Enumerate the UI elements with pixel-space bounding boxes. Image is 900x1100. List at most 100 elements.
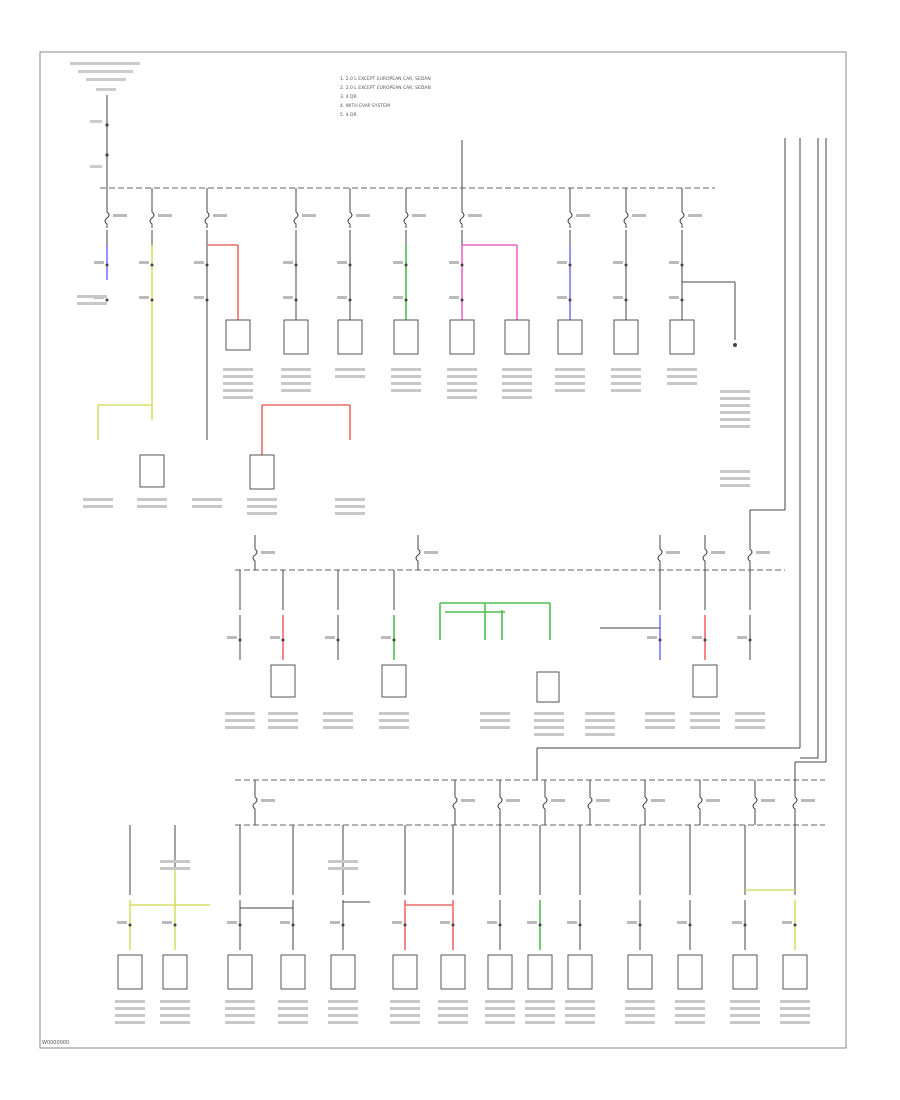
- component-label-mark: [160, 1014, 190, 1017]
- component-label-mark: [565, 1014, 595, 1017]
- component-label-mark: [225, 1014, 255, 1017]
- component-label-mark: [480, 726, 510, 729]
- component-label-mark: [225, 1000, 255, 1003]
- component-label-mark: [447, 375, 477, 378]
- connector-icon: [336, 638, 340, 642]
- component-label-mark: [335, 505, 365, 508]
- connector-icon: [568, 263, 572, 267]
- component-label-mark: [379, 712, 409, 715]
- fuse-label-mark: [261, 799, 275, 802]
- component-label-mark: [730, 1007, 760, 1010]
- component-label-mark: [735, 726, 765, 729]
- connector-label-mark: [393, 261, 403, 264]
- component-label-mark: [675, 1014, 705, 1017]
- connector-label-mark: [194, 261, 204, 264]
- component-box: [504, 319, 530, 355]
- fuse-icon: [459, 208, 465, 228]
- component-box: [627, 954, 653, 990]
- legend-note-3: 3. 4 DR: [340, 94, 357, 100]
- component-label-mark: [247, 505, 277, 508]
- connector-label-mark: [557, 296, 567, 299]
- legend-note-5: 5. 4 DR: [340, 112, 357, 118]
- component-box: [270, 664, 296, 698]
- component-label-mark: [390, 1014, 420, 1017]
- component-label-mark: [447, 368, 477, 371]
- component-label-mark: [391, 389, 421, 392]
- connector-icon: [680, 263, 684, 267]
- component-label-mark: [720, 418, 750, 421]
- component-box: [162, 954, 188, 990]
- component-box: [677, 954, 703, 990]
- connector-icon: [658, 638, 662, 642]
- connector-icon: [451, 923, 455, 927]
- component-label-mark: [720, 470, 750, 473]
- component-box: [732, 954, 758, 990]
- component-label-mark: [335, 375, 365, 378]
- component-box: [249, 454, 275, 490]
- fuse-icon: [752, 793, 758, 813]
- fuse-label-mark: [461, 799, 475, 802]
- component-label-mark: [720, 404, 750, 407]
- component-label-mark: [328, 1007, 358, 1010]
- component-label-mark: [160, 860, 190, 863]
- component-label-mark: [223, 389, 253, 392]
- component-box: [567, 954, 593, 990]
- component-box: [782, 954, 808, 990]
- component-box: [613, 319, 639, 355]
- component-label-mark: [391, 382, 421, 385]
- component-label-mark: [690, 726, 720, 729]
- component-label-mark: [247, 512, 277, 515]
- component-label-mark: [585, 726, 615, 729]
- connector-label-mark: [283, 261, 293, 264]
- fuse-label-mark: [506, 799, 520, 802]
- component-label-mark: [690, 719, 720, 722]
- component-label-mark: [502, 389, 532, 392]
- fuse-label-mark: [761, 799, 775, 802]
- component-label-mark: [160, 1007, 190, 1010]
- connector-icon: [578, 923, 582, 927]
- ground-icon: [733, 343, 737, 347]
- fuse-label-mark: [596, 799, 610, 802]
- fuse-icon: [252, 793, 258, 813]
- connector-label-mark: [487, 921, 497, 924]
- component-label-mark: [328, 1014, 358, 1017]
- component-label-mark: [720, 411, 750, 414]
- connector-label-mark: [94, 261, 104, 264]
- component-label-mark: [667, 368, 697, 371]
- fuse-label-mark: [706, 799, 720, 802]
- component-label-mark: [223, 375, 253, 378]
- component-label-mark: [565, 1007, 595, 1010]
- component-label-mark: [485, 1021, 515, 1024]
- fuse-icon: [697, 793, 703, 813]
- component-label-mark: [268, 726, 298, 729]
- legend-note-1: 1. 2.0 L EXCEPT EUROPEAN CAR, SEDAN: [340, 76, 431, 82]
- component-box: [669, 319, 695, 355]
- component-label-mark: [480, 712, 510, 715]
- component-label-mark: [611, 389, 641, 392]
- component-label-mark: [675, 1007, 705, 1010]
- component-label-mark: [780, 1000, 810, 1003]
- component-box: [692, 664, 718, 698]
- component-label-mark: [534, 712, 564, 715]
- component-label-mark: [225, 1007, 255, 1010]
- connector-label-mark: [139, 296, 149, 299]
- component-label-mark: [675, 1021, 705, 1024]
- connector-icon: [392, 638, 396, 642]
- component-label-mark: [611, 368, 641, 371]
- component-box: [330, 954, 356, 990]
- connector-label-mark: [270, 636, 280, 639]
- component-label-mark: [780, 1014, 810, 1017]
- component-label-mark: [645, 719, 675, 722]
- component-label-mark: [281, 375, 311, 378]
- fuse-label-mark: [302, 214, 316, 217]
- component-label-mark: [730, 1021, 760, 1024]
- component-label-mark: [555, 382, 585, 385]
- component-label-mark: [534, 733, 564, 736]
- component-label-mark: [625, 1000, 655, 1003]
- component-label-mark: [447, 396, 477, 399]
- component-label-mark: [555, 375, 585, 378]
- component-label-mark: [278, 1014, 308, 1017]
- component-label-mark: [268, 712, 298, 715]
- component-label-mark: [585, 712, 615, 715]
- component-label-mark: [192, 505, 222, 508]
